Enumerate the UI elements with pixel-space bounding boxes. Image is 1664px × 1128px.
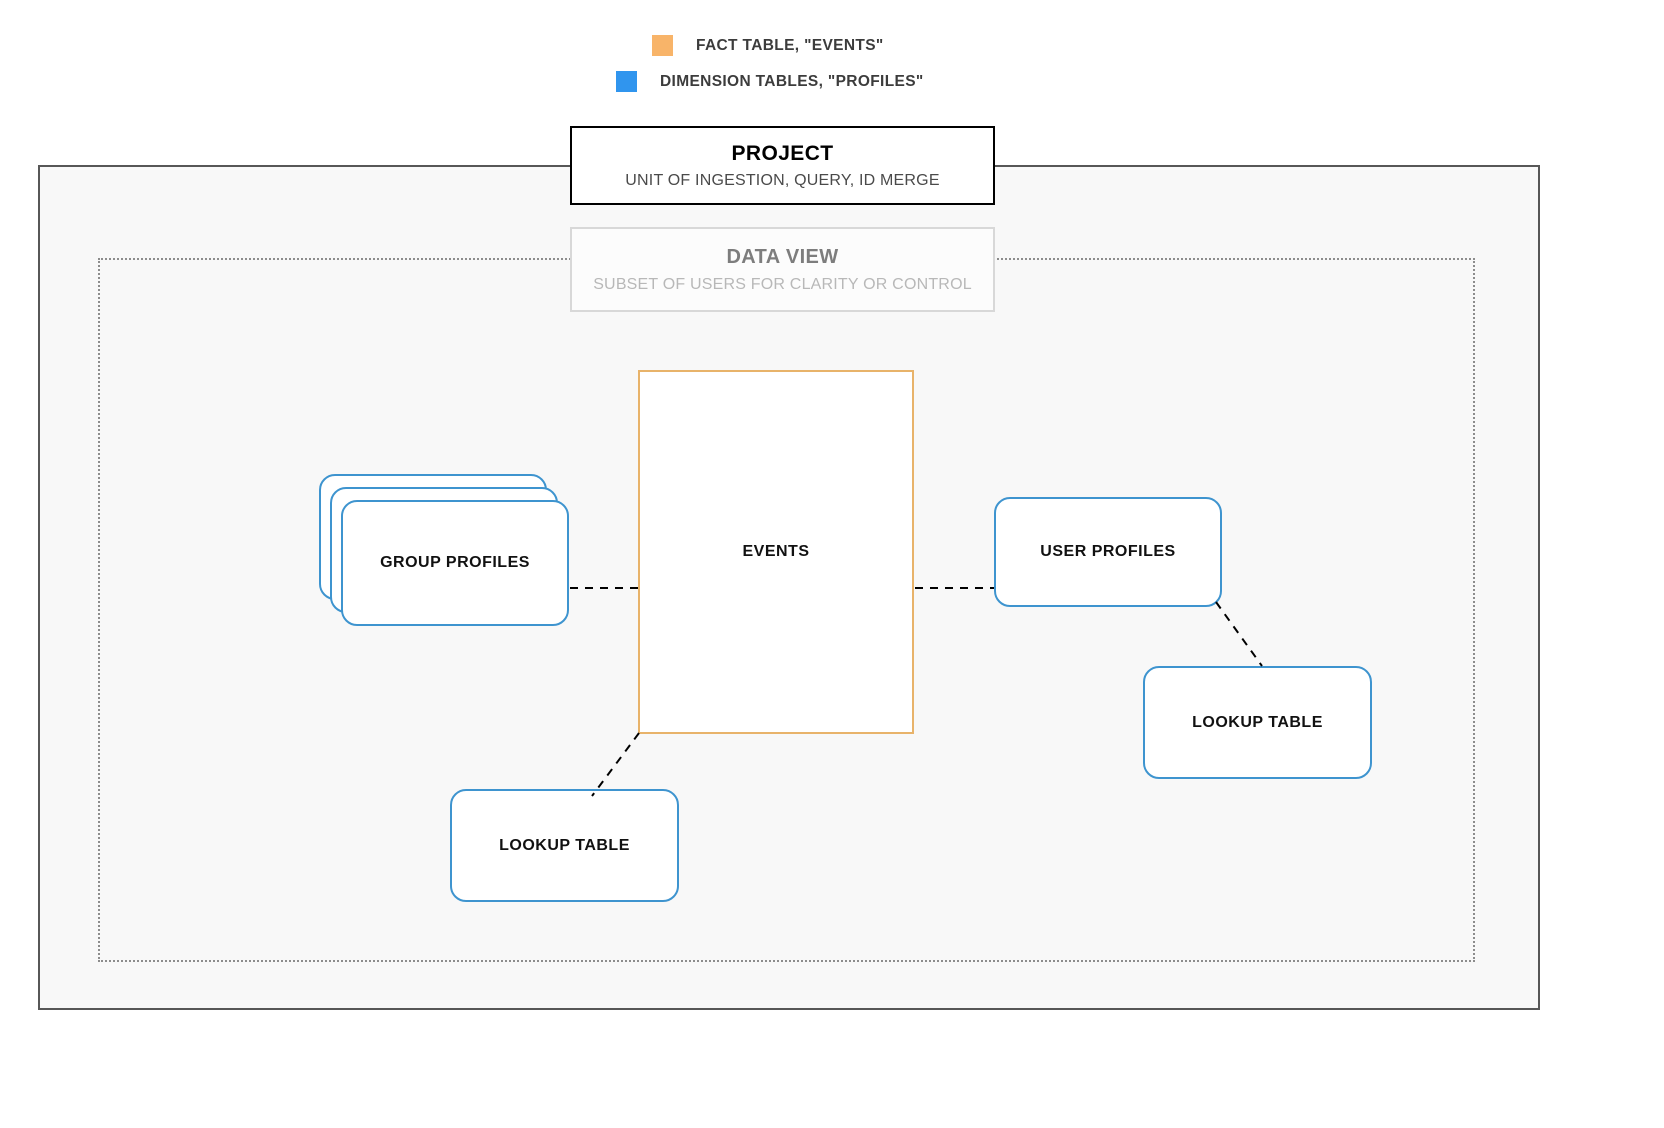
project-subtitle: UNIT OF INGESTION, QUERY, ID MERGE [625,171,940,189]
legend-label-fact-table: FACT TABLE, "EVENTS" [696,36,884,54]
node-lookup-table-left-label: LOOKUP TABLE [499,836,630,854]
data-view-subtitle: SUBSET OF USERS FOR CLARITY OR CONTROL [593,275,972,293]
project-title: PROJECT [731,141,834,165]
blue-square-swatch [616,71,637,92]
data-view-title: DATA VIEW [726,245,839,268]
node-lookup-table-right[interactable]: LOOKUP TABLE [1143,666,1372,779]
node-events[interactable]: EVENTS [638,370,914,734]
legend-label-dimension-tables: DIMENSION TABLES, "PROFILES" [660,72,924,90]
node-group-profiles[interactable]: GROUP PROFILES [341,500,569,626]
legend-item-fact-table: FACT TABLE, "EVENTS" [652,35,884,56]
legend-item-dimension-tables: DIMENSION TABLES, "PROFILES" [616,71,924,92]
node-lookup-table-right-label: LOOKUP TABLE [1192,713,1323,731]
node-group-profiles-label: GROUP PROFILES [380,554,530,571]
node-user-profiles-label: USER PROFILES [1040,543,1176,560]
project-header-box[interactable]: PROJECT UNIT OF INGESTION, QUERY, ID MER… [570,126,995,205]
node-user-profiles[interactable]: USER PROFILES [994,497,1222,607]
orange-square-swatch [652,35,673,56]
data-view-header-box[interactable]: DATA VIEW SUBSET OF USERS FOR CLARITY OR… [570,227,995,312]
node-lookup-table-left[interactable]: LOOKUP TABLE [450,789,679,902]
node-events-label: EVENTS [742,543,810,560]
